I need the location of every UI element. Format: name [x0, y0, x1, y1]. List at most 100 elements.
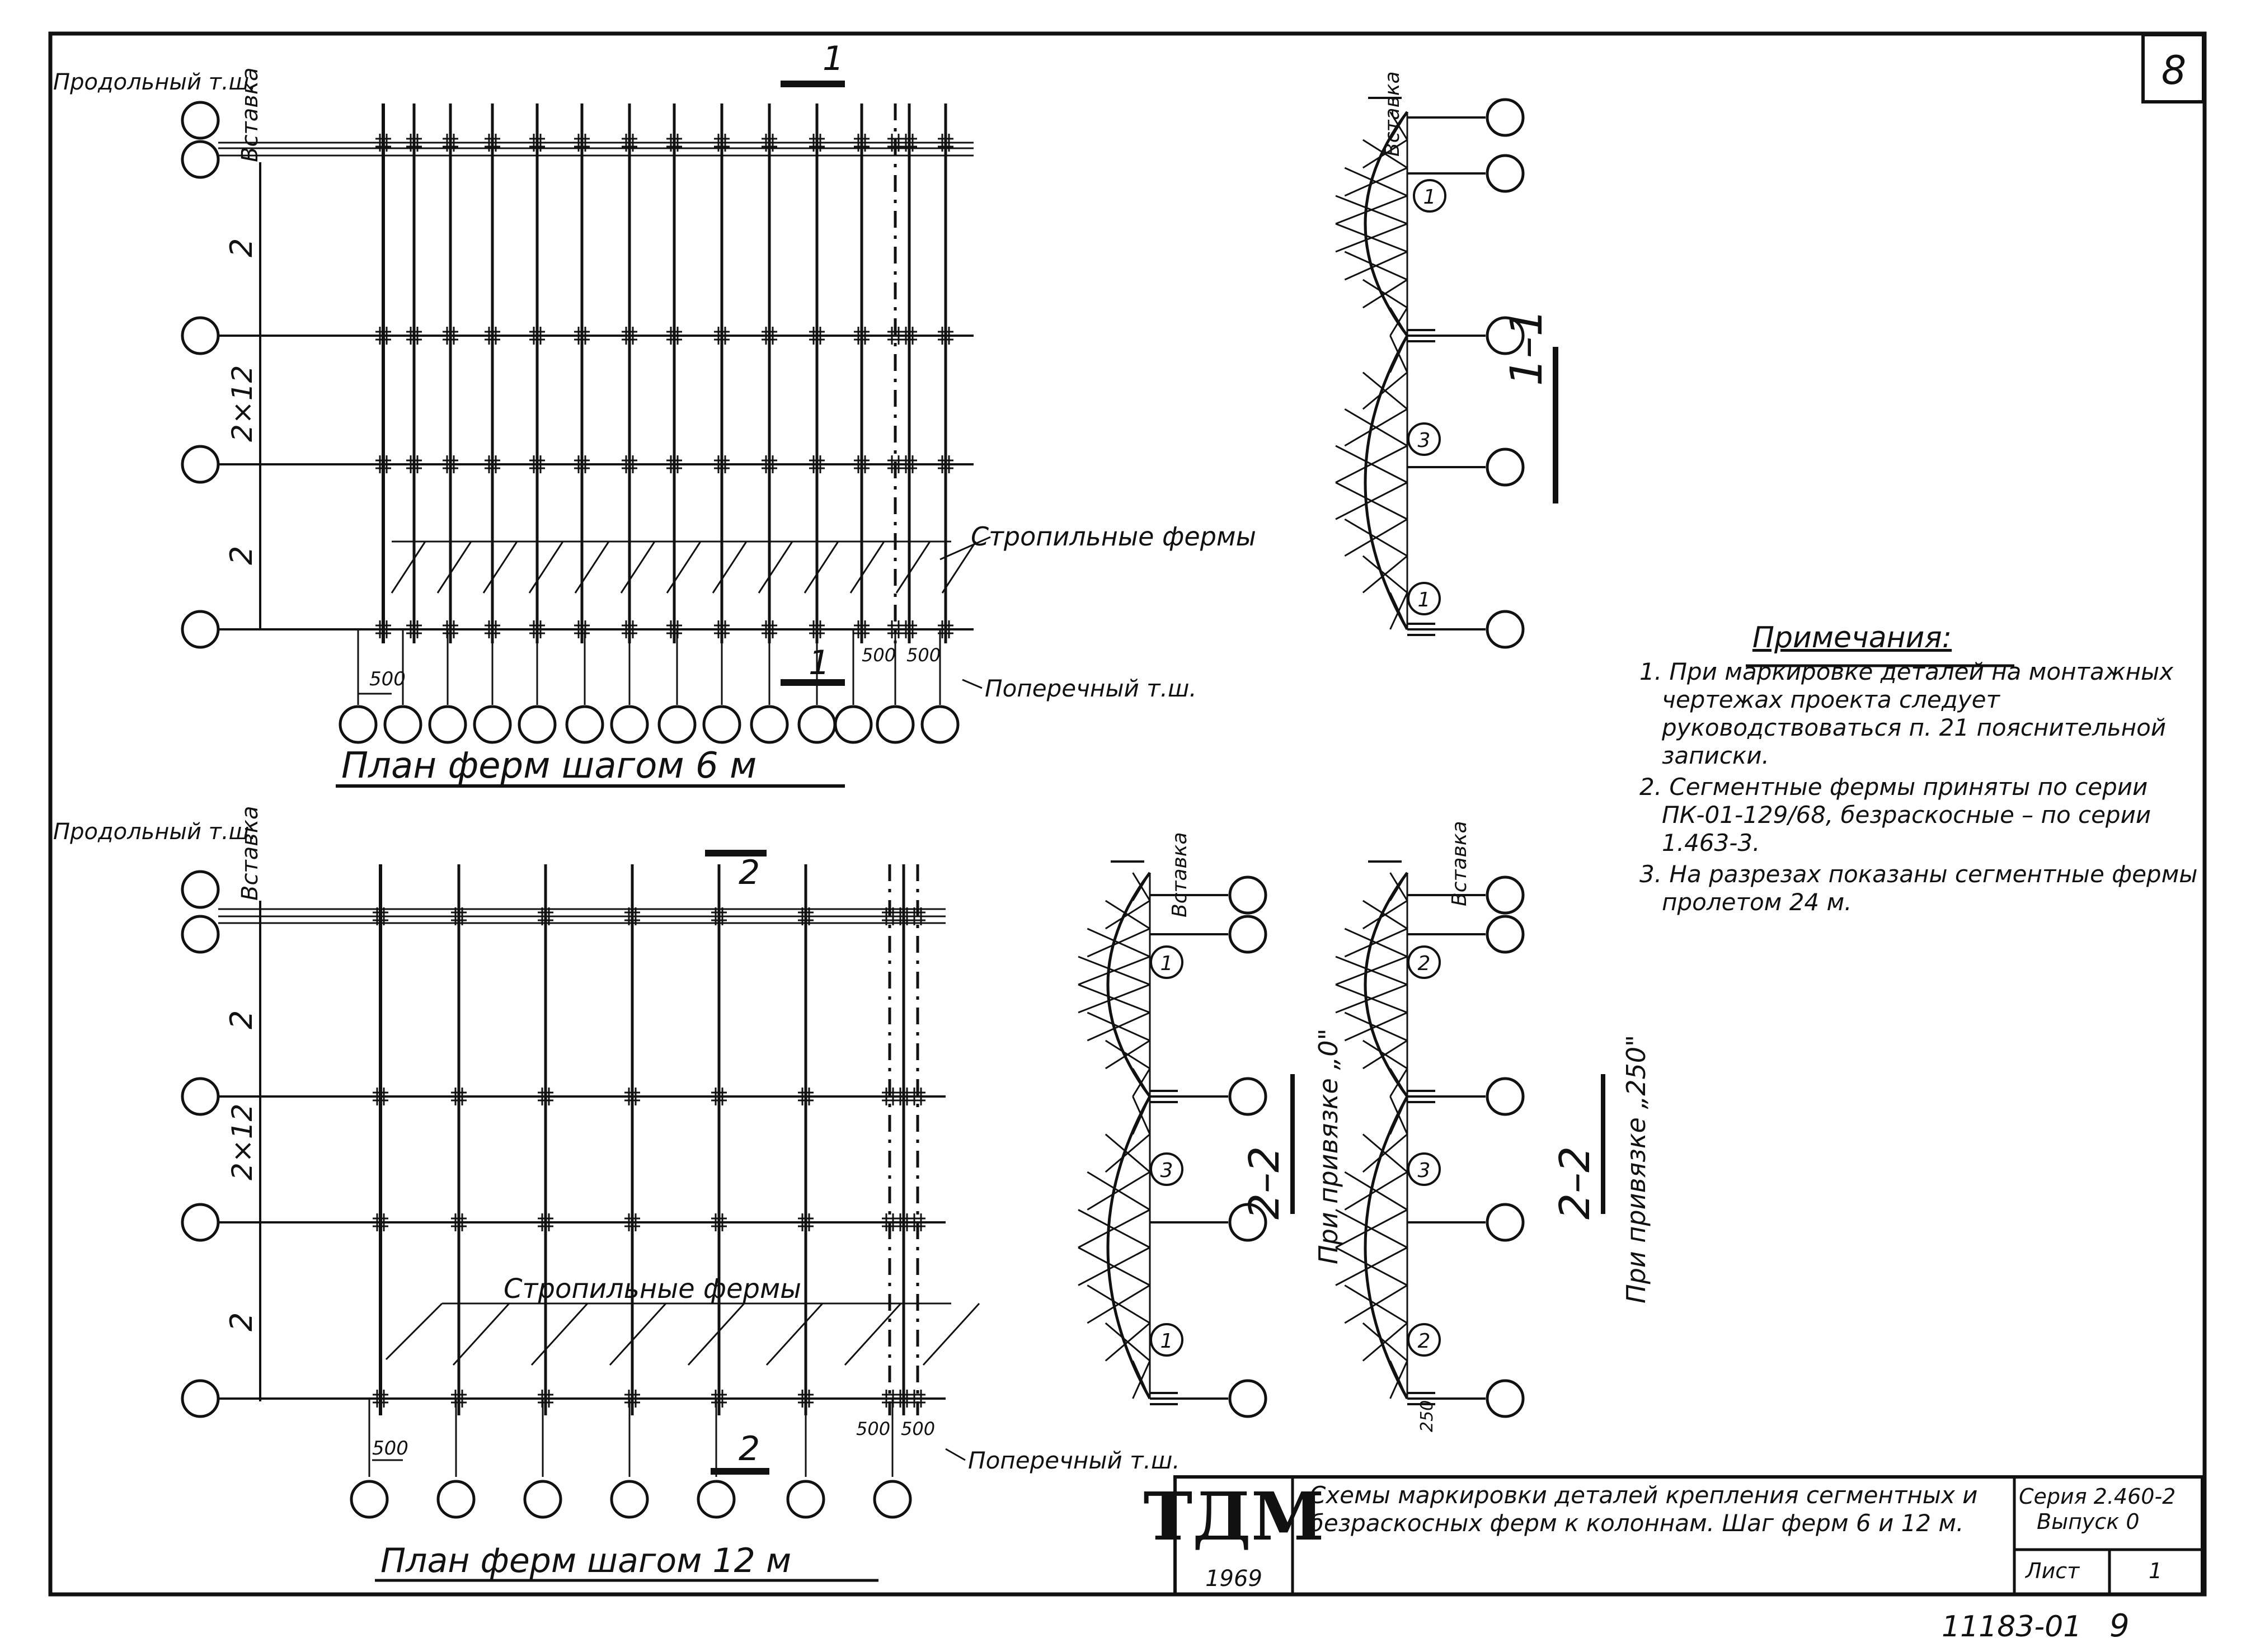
axis-circle: [1228, 1077, 1267, 1116]
detail-marker: [1407, 945, 1441, 979]
truss-lattice: [1087, 928, 1150, 958]
plan-6m-insert-label: Вставка: [237, 68, 263, 163]
axis-circle: [181, 1203, 220, 1242]
section-2-2-250: 232: [1335, 860, 1525, 1418]
rafter-hatch: [712, 541, 748, 594]
section-2-2a-label: 2–2: [1241, 1146, 1289, 1220]
note-item-2: 2. Сегментные фермы приняты по серии ПК-…: [1639, 773, 2151, 856]
truss-lattice: [1362, 555, 1408, 594]
detail-marker: [1150, 1152, 1183, 1186]
rafter-hatch: [758, 541, 793, 594]
detail-marker-number: 1: [1418, 589, 1431, 611]
axis-circle: [181, 445, 220, 484]
rafter-hatch: [609, 1302, 667, 1366]
axis-circle: [702, 705, 741, 744]
sheet-number-box: [2141, 33, 2205, 103]
transverse-leader: [962, 679, 983, 689]
truss-lattice: [1344, 928, 1408, 958]
plan-12m-axis-label-2: 2×12: [226, 1104, 259, 1180]
title-block-issue: Выпуск 0: [2037, 1509, 2140, 1534]
title-block-sheet-value: 1: [2149, 1559, 2163, 1583]
truss-lattice: [1389, 111, 1408, 140]
axis-circle: [1486, 98, 1525, 137]
truss-lattice: [1078, 1246, 1150, 1286]
axis-circle: [181, 870, 220, 909]
plan-6m-section-mark-bottom: 1: [809, 643, 830, 683]
detail-marker: [1413, 179, 1446, 213]
truss-lattice: [1335, 195, 1408, 225]
notes-block: Примечания: 1. При маркировке деталей на…: [1639, 621, 2199, 916]
title-block-description: Схемы маркировки деталей крепления сегме…: [1309, 1481, 1978, 1537]
plan-6m-dim-500-a: 500: [862, 644, 896, 666]
plan-6m-rafter-label: Стропильные фермы: [971, 521, 1256, 552]
plan-12m-dim-500-left: 500: [372, 1437, 408, 1460]
axis-circle: [697, 1480, 736, 1519]
plan-12m-section-mark-bottom: 2: [739, 1429, 760, 1469]
rafter-hatch: [530, 1302, 589, 1366]
title-block-year: 1969: [1205, 1566, 1262, 1592]
truss-lattice: [1362, 1322, 1408, 1362]
segment-truss-arc: [1364, 335, 1409, 630]
sheet-number: 8: [2162, 48, 2187, 93]
truss-lattice: [1105, 1039, 1150, 1070]
section-2-2b-dim-250: 250: [1417, 1400, 1437, 1432]
rafter-hatch: [482, 541, 518, 594]
section-1-1: 131: [1335, 97, 1525, 649]
plan-6m-transverse-label: Поперечный т.ш.: [985, 675, 1197, 702]
truss-lattice: [1132, 1360, 1151, 1399]
truss-lattice: [1132, 872, 1151, 901]
axis-circle: [428, 705, 467, 744]
truss-lattice: [1335, 223, 1408, 253]
plan-12m-dim-500-b: 500: [901, 1418, 935, 1439]
axis-circle: [1486, 448, 1525, 487]
title-block: ТДМ 1969: [1143, 1475, 2204, 1596]
truss-lattice: [1344, 408, 1408, 447]
truss-lattice: [1335, 1209, 1408, 1249]
axis-circle: [523, 1480, 562, 1519]
truss-lattice: [1389, 592, 1408, 630]
rafter-hatch: [385, 1302, 443, 1361]
axis-circle: [1486, 610, 1525, 649]
truss-lattice: [1335, 1246, 1408, 1286]
title-block-series: Серия 2.460-2: [2019, 1484, 2176, 1509]
truss-lattice: [1087, 1284, 1150, 1324]
truss-lattice: [1335, 445, 1408, 483]
plan-12m-axis-label-3: 2: [224, 1312, 259, 1331]
rafter-hatch: [849, 541, 885, 594]
rafter-hatch: [844, 1302, 902, 1366]
rafter-hatch: [528, 541, 564, 594]
plan-6m-section-mark-top: 1: [823, 39, 844, 78]
truss-lattice: [1344, 518, 1408, 557]
plan-6m-longitudinal-label: Продольный т.ш.: [53, 69, 256, 95]
axis-circle: [181, 140, 220, 179]
axis-circle: [1486, 915, 1525, 954]
plan-12m-dim-500-a: 500: [856, 1418, 890, 1439]
segment-truss-arc: [1106, 1095, 1152, 1400]
plan-6m-bottom-axes: [339, 629, 983, 744]
rafter-hatch: [391, 541, 426, 594]
plan-12m-axis-rows: [181, 870, 980, 1418]
detail-marker: [1407, 422, 1441, 456]
axis-circle: [383, 705, 422, 744]
section-1-1-label: 1–1: [1502, 309, 1552, 386]
segment-truss-arc: [1364, 872, 1409, 1098]
axis-circle: [181, 1379, 220, 1418]
plan-12m-longitudinal-label: Продольный т.ш.: [53, 819, 256, 845]
truss-lattice: [1132, 1068, 1151, 1097]
truss-lattice: [1344, 167, 1408, 197]
page-number: 9: [2109, 1608, 2130, 1644]
section-2-2b-label: 2–2: [1551, 1146, 1599, 1220]
truss-lattice: [1335, 983, 1408, 1014]
plan-12m-column-lines: [373, 864, 925, 1415]
section-2-2a-caption: При привязке „0": [1313, 1028, 1343, 1264]
axis-circle: [797, 705, 837, 744]
truss-lattice: [1362, 279, 1408, 309]
rafter-hatch: [765, 1302, 824, 1366]
truss-lattice: [1078, 1209, 1150, 1249]
truss-lattice: [1389, 872, 1408, 901]
axis-circle: [1228, 915, 1267, 954]
segment-truss-arc: [1364, 111, 1409, 337]
axis-circle: [181, 316, 220, 355]
plan-12m-rafter-label: Стропильные фермы: [504, 1273, 801, 1305]
drawing-number: 11183-01: [1942, 1610, 2081, 1644]
